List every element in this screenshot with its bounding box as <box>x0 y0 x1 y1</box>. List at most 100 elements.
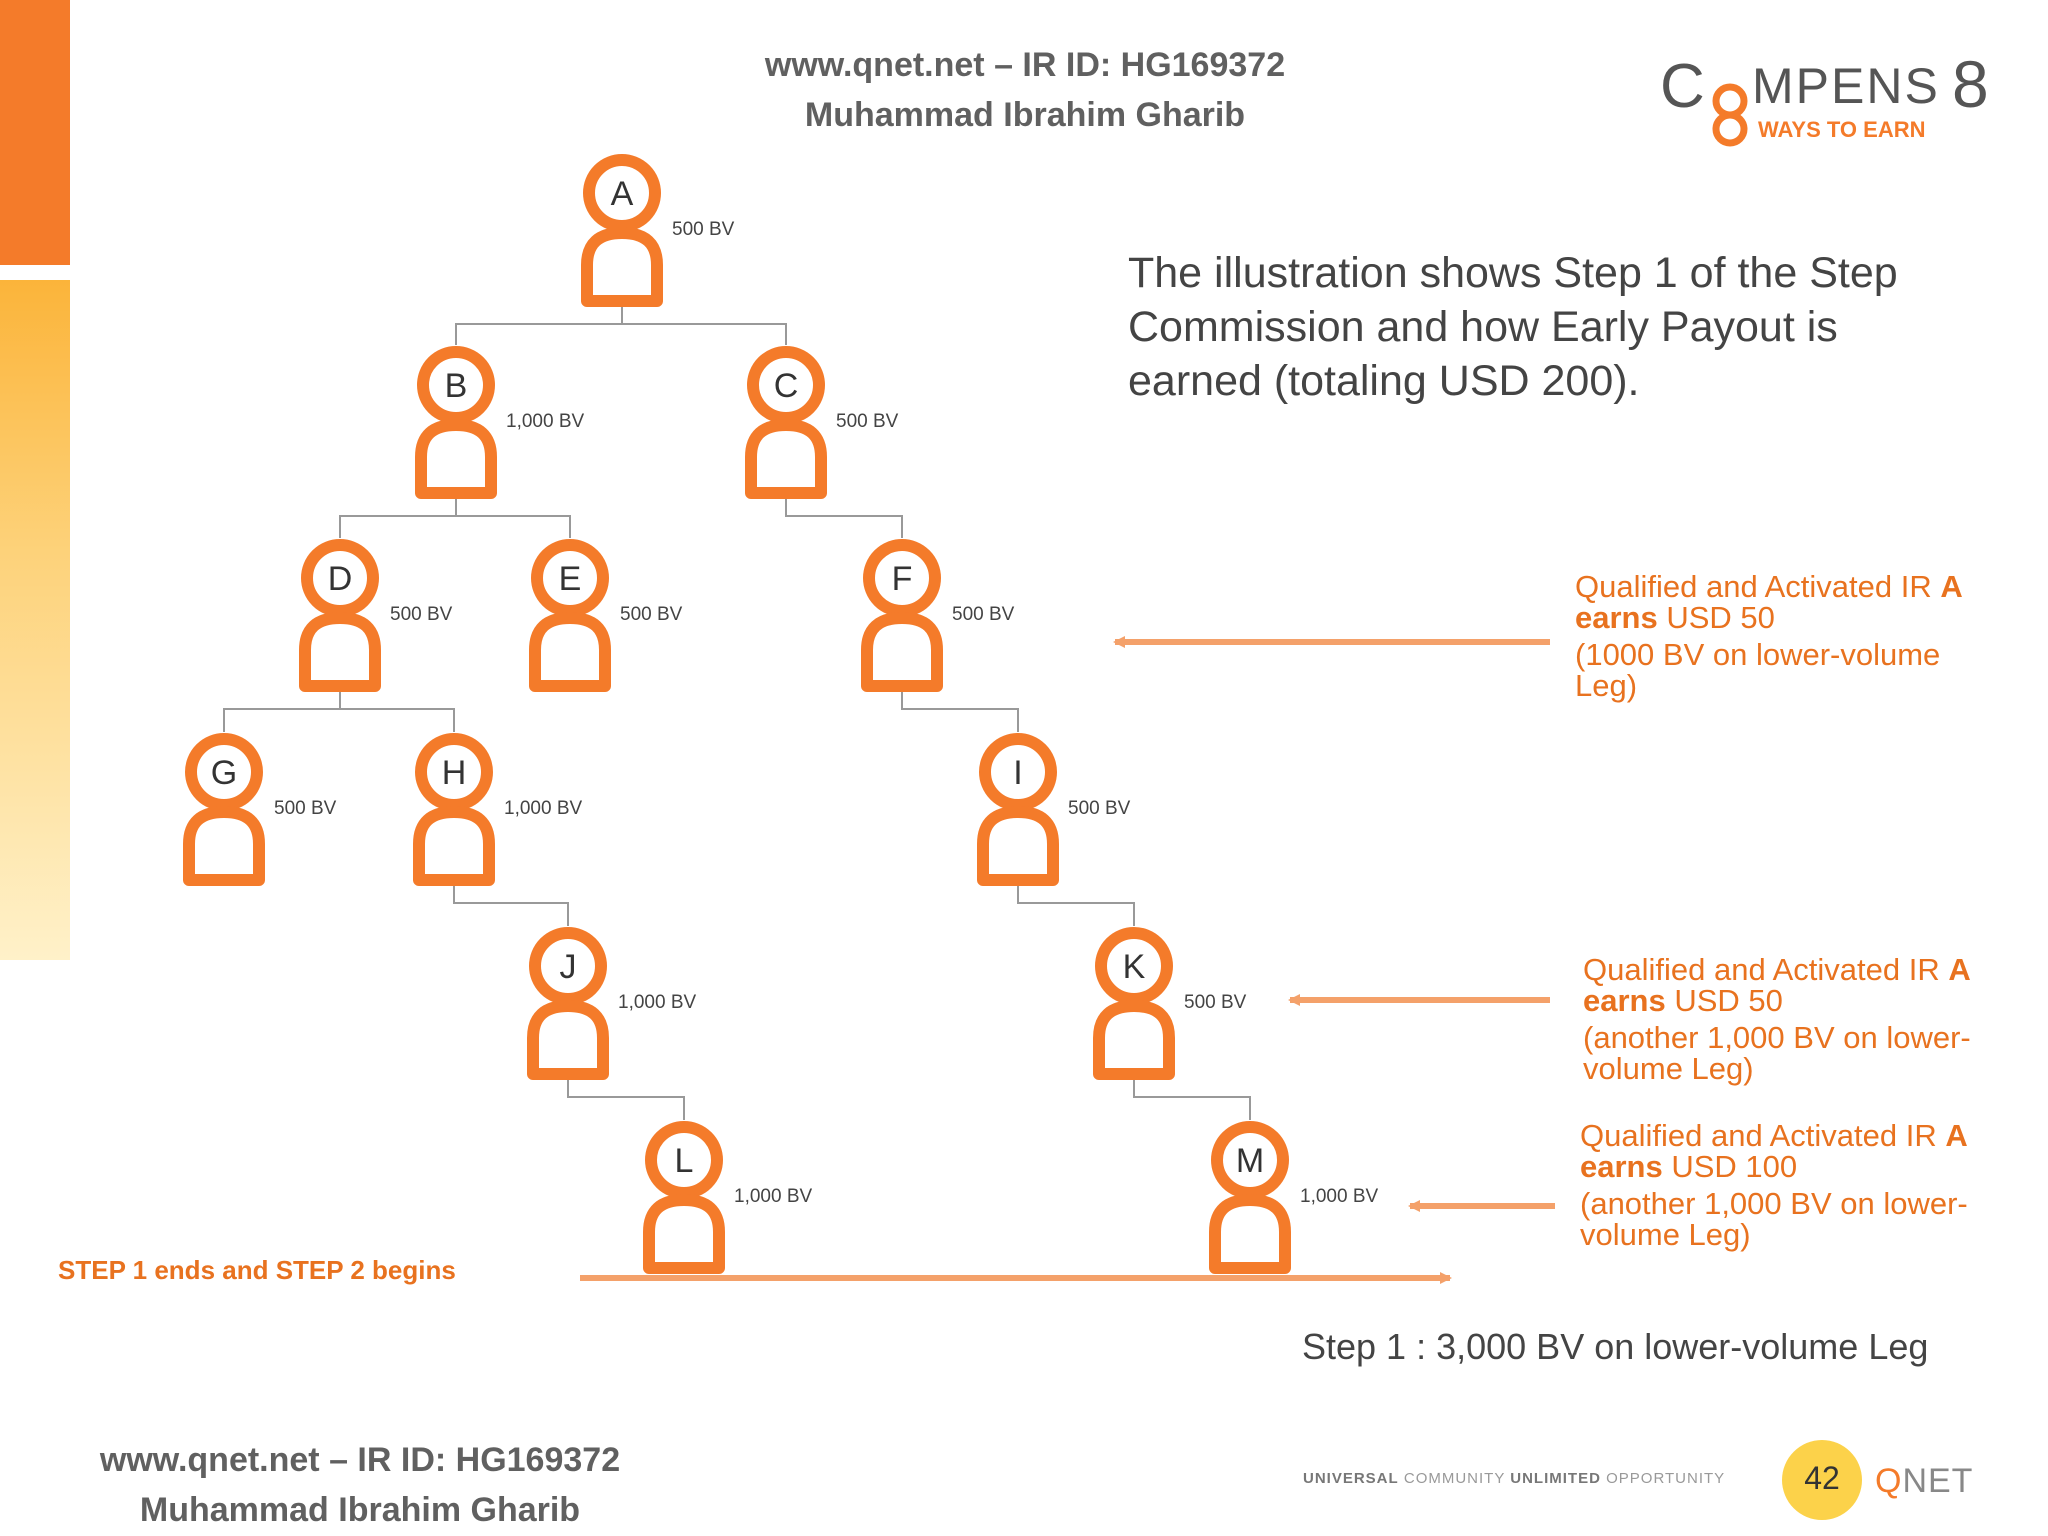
node-I-bv: 500 BV <box>1068 798 1131 819</box>
page-number-badge <box>1782 1440 1862 1520</box>
note-2-line1-bold: A <box>1948 952 1971 987</box>
node-K-letter: K <box>1123 948 1146 986</box>
node-M-bv: 1,000 BV <box>1300 1186 1378 1207</box>
node-J-bv: 1,000 BV <box>618 992 696 1013</box>
node-I-body <box>977 806 1059 886</box>
node-M-body <box>1209 1194 1291 1274</box>
node-I: I 500 BV <box>977 733 1131 886</box>
connector-D-G <box>223 690 341 732</box>
compens8-logo: C MPENS 8 WAYS TO EARN <box>1660 45 1990 155</box>
node-J: J 1,000 BV <box>527 927 696 1080</box>
connector-D-H <box>339 690 455 732</box>
node-M-head <box>1211 1121 1289 1199</box>
connector-C-F <box>785 497 903 538</box>
note-3-line2: USD 100 <box>1662 1149 1798 1184</box>
logo-pre: C <box>1660 52 1705 121</box>
node-I-letter: I <box>1013 754 1022 792</box>
node-J-letter: J <box>560 948 577 986</box>
note-1-line1-bold: A <box>1940 569 1963 604</box>
connector-A-C <box>621 305 787 345</box>
node-E-head <box>531 539 609 617</box>
node-G-body <box>183 806 265 886</box>
node-A-head <box>583 154 661 232</box>
node-H-body <box>413 806 495 886</box>
connector-H-J <box>453 884 569 926</box>
node-H-bv: 1,000 BV <box>504 798 582 819</box>
left-gradient-bar <box>0 280 70 960</box>
node-E-letter: E <box>559 560 582 598</box>
node-B-bv: 1,000 BV <box>506 411 584 432</box>
connector-F-I <box>901 690 1019 732</box>
qnet-logo-net: NET <box>1902 1462 1974 1500</box>
tagline-word-1: UNIVERSAL <box>1303 1470 1399 1487</box>
left-accent-bar <box>0 0 70 265</box>
tagline-word-2: COMMUNITY <box>1403 1470 1506 1487</box>
step-summary: Step 1 : 3,000 BV on lower-volume Leg <box>1302 1326 1929 1367</box>
step-boundary-label: STEP 1 ends and STEP 2 begins <box>58 1255 456 1285</box>
connector-B-D <box>339 497 457 538</box>
connector-B-E <box>455 497 571 538</box>
logo-tagline: WAYS TO EARN <box>1758 117 1925 142</box>
note-2-line1: Qualified and Activated IR <box>1583 952 1949 987</box>
logo-digit: 8 <box>1952 47 1989 121</box>
node-A-body <box>581 227 663 307</box>
header: www.qnet.net – IR ID: HG169372 Muhammad … <box>700 40 1350 140</box>
node-D-body <box>299 612 381 692</box>
node-B: B 1,000 BV <box>415 346 584 499</box>
connector-K-M <box>1133 1078 1251 1120</box>
note-2-line2-bold: earns <box>1583 983 1666 1018</box>
note-arrows <box>580 636 1555 1284</box>
header-line2: Muhammad Ibrahim Gharib <box>804 96 1246 134</box>
tree-connectors <box>223 305 1251 1120</box>
node-E-body <box>529 612 611 692</box>
node-D-letter: D <box>328 560 353 598</box>
node-C-head <box>747 346 825 424</box>
node-G-head <box>185 733 263 811</box>
node-B-letter: B <box>445 367 468 405</box>
node-L-head <box>645 1121 723 1199</box>
node-E: E 500 BV <box>529 539 683 692</box>
page-number: 42 <box>1804 1460 1840 1496</box>
intro-text: The illustration shows Step 1 of the Ste… <box>1128 249 1898 405</box>
node-B-body <box>415 419 497 499</box>
node-E-bv: 500 BV <box>620 604 683 625</box>
note-3-detail: (another 1,000 BV on lower-volume Leg) <box>1580 1186 1968 1252</box>
node-J-head <box>529 927 607 1005</box>
note-2-line2: USD 50 <box>1665 983 1783 1018</box>
node-L: L1,000 BV <box>643 1121 812 1274</box>
node-F-letter: F <box>892 560 913 598</box>
footer-line2: Muhammad Ibrahim Gharib <box>139 1491 581 1529</box>
connector-I-K <box>1017 884 1135 926</box>
header-line1: www.qnet.net – IR ID: HG169372 <box>764 46 1286 84</box>
note-1-line1: Qualified and Activated IR <box>1575 569 1941 604</box>
node-H-letter: H <box>442 754 467 792</box>
node-D-head <box>301 539 379 617</box>
footer-tagline: UNIVERSAL COMMUNITY UNLIMITED OPPORTUNIT… <box>1303 1470 1725 1487</box>
node-H: H 1,000 BV <box>413 733 582 886</box>
node-K-body <box>1093 1000 1175 1080</box>
node-K-head <box>1095 927 1173 1005</box>
node-L-bv: 1,000 BV <box>734 1186 812 1207</box>
tagline-word-3: UNLIMITED <box>1510 1470 1601 1487</box>
connector-J-L <box>567 1078 685 1120</box>
note-1-line2-bold: earns <box>1575 600 1658 635</box>
node-J-body <box>527 1000 609 1080</box>
qnet-logo-q: Q <box>1875 1462 1903 1500</box>
node-F-body <box>861 612 943 692</box>
tagline-word-4: OPPORTUNITY <box>1606 1470 1726 1487</box>
footer-credit: www.qnet.net – IR ID: HG169372 Muhammad … <box>60 1435 660 1535</box>
node-L-body <box>643 1194 725 1274</box>
note-2-detail: (another 1,000 BV on lower-volume Leg) <box>1583 1020 1971 1086</box>
node-I-head <box>979 733 1057 811</box>
note-1-line2: USD 50 <box>1657 600 1775 635</box>
footer-line1: www.qnet.net – IR ID: HG169372 <box>99 1441 621 1479</box>
node-A-bv: 500 BV <box>672 219 735 240</box>
node-B-head <box>417 346 495 424</box>
node-C-bv: 500 BV <box>836 411 899 432</box>
